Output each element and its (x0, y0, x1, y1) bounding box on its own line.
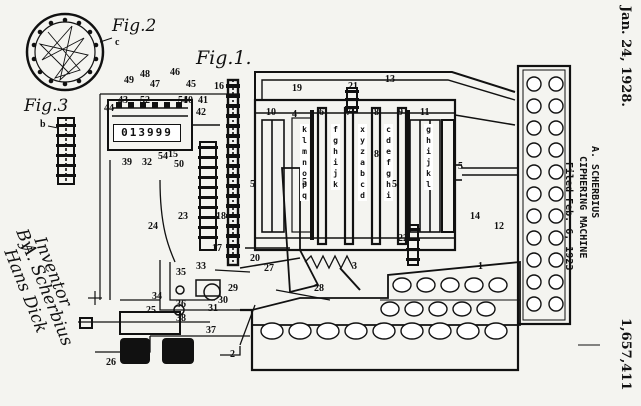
ref-25: 25 (146, 306, 156, 316)
figure-2-title: Fig.2 (112, 16, 156, 36)
ref-48: 48 (140, 70, 150, 80)
ref-26: 26 (106, 358, 116, 368)
ref-36: 36 (176, 300, 186, 310)
lamps (527, 77, 563, 311)
ref-7: 7 (346, 108, 351, 118)
ref-33: 33 (196, 262, 206, 272)
ref-c: c (115, 38, 119, 48)
ref-5: 5 (458, 162, 463, 172)
ref-8: 8 (374, 108, 379, 118)
ref-10: 10 (266, 108, 276, 118)
figure-1-title: Fig.1. (196, 47, 252, 69)
ref-17: 17 (212, 244, 222, 254)
ref-18: 18 (216, 212, 226, 222)
ref-21: 21 (348, 82, 358, 92)
ref-50: 50 (174, 160, 184, 170)
ref-37: 37 (206, 326, 216, 336)
battery-blocks (80, 312, 180, 334)
fig2-disc (27, 14, 112, 90)
ref-19: 19 (292, 84, 302, 94)
ref-8-inner: 8 (374, 150, 379, 160)
ref-44: 44 (104, 104, 114, 114)
rotor-letters-1: klm nop q (300, 124, 309, 201)
ref-11: 11 (420, 108, 429, 118)
ref-16: 16 (214, 82, 224, 92)
ref-24: 24 (148, 222, 158, 232)
patent-number: 1,657,411 (618, 318, 633, 390)
rotor-letters-3: xyz abc d (358, 124, 367, 201)
batteries (120, 338, 194, 364)
ref-32: 32 (142, 158, 152, 168)
ref-47: 47 (150, 80, 160, 90)
key-caps (261, 278, 507, 339)
ref-5-left: 5 (250, 180, 255, 190)
patent-title: CIPHERING MACHINE (577, 156, 588, 258)
patent-date: Jan. 24, 1928. (618, 6, 633, 107)
ref-27: 27 (264, 264, 274, 274)
ref-13: 13 (385, 75, 395, 85)
rotor-letters-2: fgh ijk (331, 124, 340, 190)
ref-30: 30 (218, 296, 228, 306)
ref-3: 3 (352, 262, 357, 272)
ref-23: 23 (178, 212, 188, 222)
ref-41: 41 (198, 96, 208, 106)
filed-date: Filed Feb. 6, 1923 (563, 162, 574, 270)
ref-1: 1 (478, 262, 483, 272)
ref-29: 29 (228, 284, 238, 294)
inventor-name: A. SCHERBIUS (589, 146, 600, 218)
ref-35: 35 (176, 268, 186, 278)
ref-28: 28 (314, 284, 324, 294)
ref-4: 4 (292, 110, 297, 120)
ref-49: 49 (124, 76, 134, 86)
ref-54: 54 (158, 152, 168, 162)
ref-2: 2 (230, 350, 235, 360)
ref-52: 52 (140, 96, 150, 106)
ref-22: 22 (398, 234, 408, 244)
ref-38: 38 (176, 314, 186, 324)
ref-20: 20 (250, 254, 260, 264)
ref-46: 46 (170, 68, 180, 78)
ref-5-mid: 5 (302, 178, 307, 188)
ref-43: 43 (118, 96, 128, 106)
ref-31: 31 (208, 304, 218, 314)
ref-45: 45 (186, 80, 196, 90)
ref-51: 51 (178, 96, 188, 106)
ref-9: 9 (398, 108, 403, 118)
figure-3-title: Fig.3 (24, 96, 68, 116)
ref-12: 12 (494, 222, 504, 232)
ref-14: 14 (470, 212, 480, 222)
counter-display: 013999 (113, 124, 181, 142)
ref-5-right: 5 (392, 180, 397, 190)
ref-39: 39 (122, 158, 132, 168)
rotor-letters-5: ghi jkl (424, 124, 433, 190)
ref-6: 6 (319, 108, 324, 118)
ref-34: 34 (152, 292, 162, 302)
ref-42: 42 (196, 108, 206, 118)
ref-b: b (40, 120, 46, 130)
